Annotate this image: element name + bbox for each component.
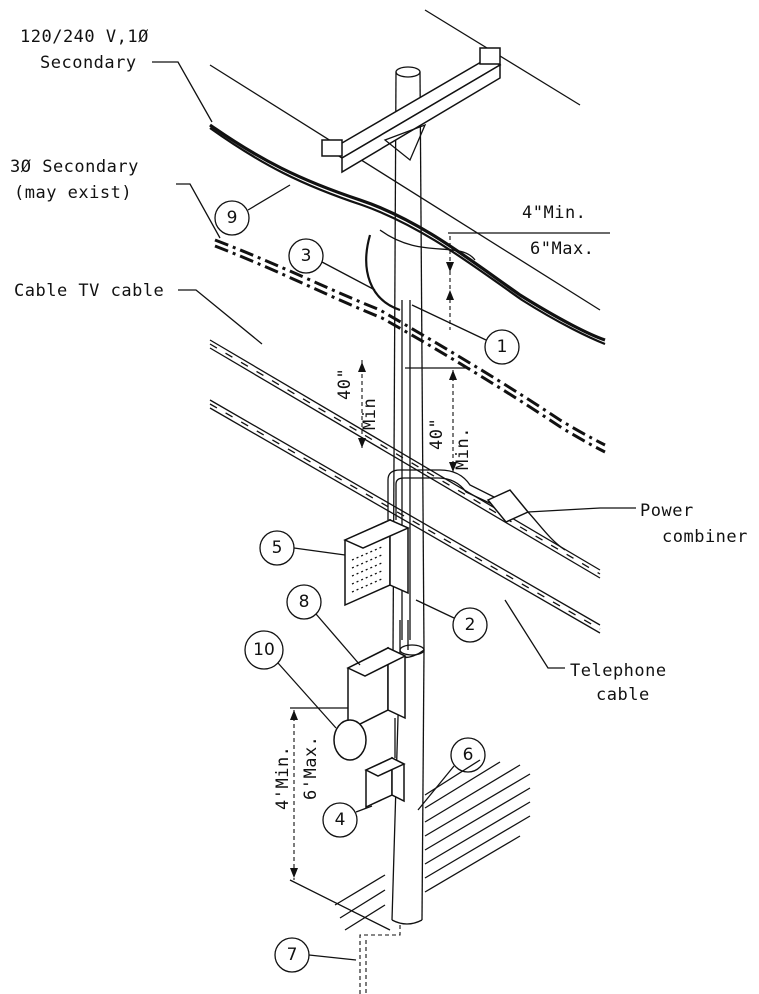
service-drop — [365, 234, 401, 312]
callout-6: 6 — [417, 737, 486, 811]
callout-10: 10 — [244, 630, 337, 729]
meter-base — [333, 620, 409, 761]
label-telephone-line2: cable — [596, 685, 650, 705]
svg-text:10: 10 — [253, 640, 275, 660]
leader-secondary-1ph — [152, 61, 213, 123]
ground-hatching — [334, 759, 531, 931]
label-secondary-3ph-line2: (may exist) — [14, 183, 132, 203]
ground-rod — [359, 925, 401, 994]
dim-bottom-min: 4'Min. — [273, 746, 293, 810]
power-supply-box — [343, 518, 410, 607]
overhead-line-upper — [424, 9, 581, 106]
label-cable-tv: Cable TV cable — [14, 281, 164, 301]
svg-text:5: 5 — [272, 538, 283, 558]
dim-40-right-val: 40" — [427, 418, 447, 450]
leader-power-combiner — [527, 507, 636, 513]
electric-meter — [333, 719, 367, 761]
dim-40-left-val: 40" — [335, 368, 355, 400]
callout-3: 3 — [288, 238, 376, 291]
svg-text:6: 6 — [463, 745, 474, 765]
leader-telephone — [504, 599, 565, 669]
dim-40-right-unit: Min. — [453, 427, 473, 470]
svg-text:3: 3 — [301, 246, 312, 266]
label-secondary-3ph-line1: 3Ø Secondary — [10, 157, 139, 177]
secondary-1ph-cable — [209, 123, 606, 342]
svg-text:1: 1 — [497, 337, 508, 357]
dim-40-left-unit: Min — [360, 398, 380, 430]
dim-40-left: 40" Min — [335, 360, 380, 450]
dim-bottom: 4'Min. 6'Max. — [273, 707, 391, 931]
callout-9: 9 — [214, 184, 291, 236]
dim-bottom-max: 6'Max. — [301, 736, 321, 800]
label-power-combiner-line2: combiner — [662, 527, 748, 547]
callout-4: 4 — [322, 802, 373, 838]
callout-8: 8 — [286, 584, 361, 666]
dim-top-max: 6"Max. — [530, 239, 594, 259]
svg-text:8: 8 — [299, 592, 310, 612]
label-telephone-line1: Telephone — [570, 661, 667, 681]
callout-2: 2 — [415, 599, 488, 643]
label-power-combiner-line1: Power — [640, 501, 694, 521]
svg-text:4: 4 — [335, 810, 346, 830]
disconnect-box — [364, 718, 406, 809]
svg-text:2: 2 — [465, 615, 476, 635]
label-secondary-1ph-line2: Secondary — [40, 53, 137, 73]
overhead-line-lower — [209, 64, 601, 311]
svg-text:9: 9 — [227, 208, 238, 228]
leader-cable-tv — [178, 289, 263, 345]
svg-text:7: 7 — [287, 945, 298, 965]
callout-5: 5 — [259, 530, 346, 566]
cable-tv-cable — [209, 339, 601, 579]
telephone-cable — [209, 399, 601, 634]
power-combiner — [486, 489, 566, 551]
crossarm — [321, 47, 502, 174]
dim-top-min: 4"Min. — [522, 203, 586, 223]
secondary-3ph-cable — [214, 238, 606, 447]
leader-secondary-3ph — [176, 183, 221, 239]
dim-40-right: 40" Min. — [405, 367, 473, 472]
dim-top: 4"Min. 6"Max. — [446, 203, 610, 330]
callout-1: 1 — [411, 304, 520, 365]
label-secondary-1ph-line1: 120/240 V,1Ø — [20, 27, 149, 47]
callout-7: 7 — [274, 937, 357, 973]
